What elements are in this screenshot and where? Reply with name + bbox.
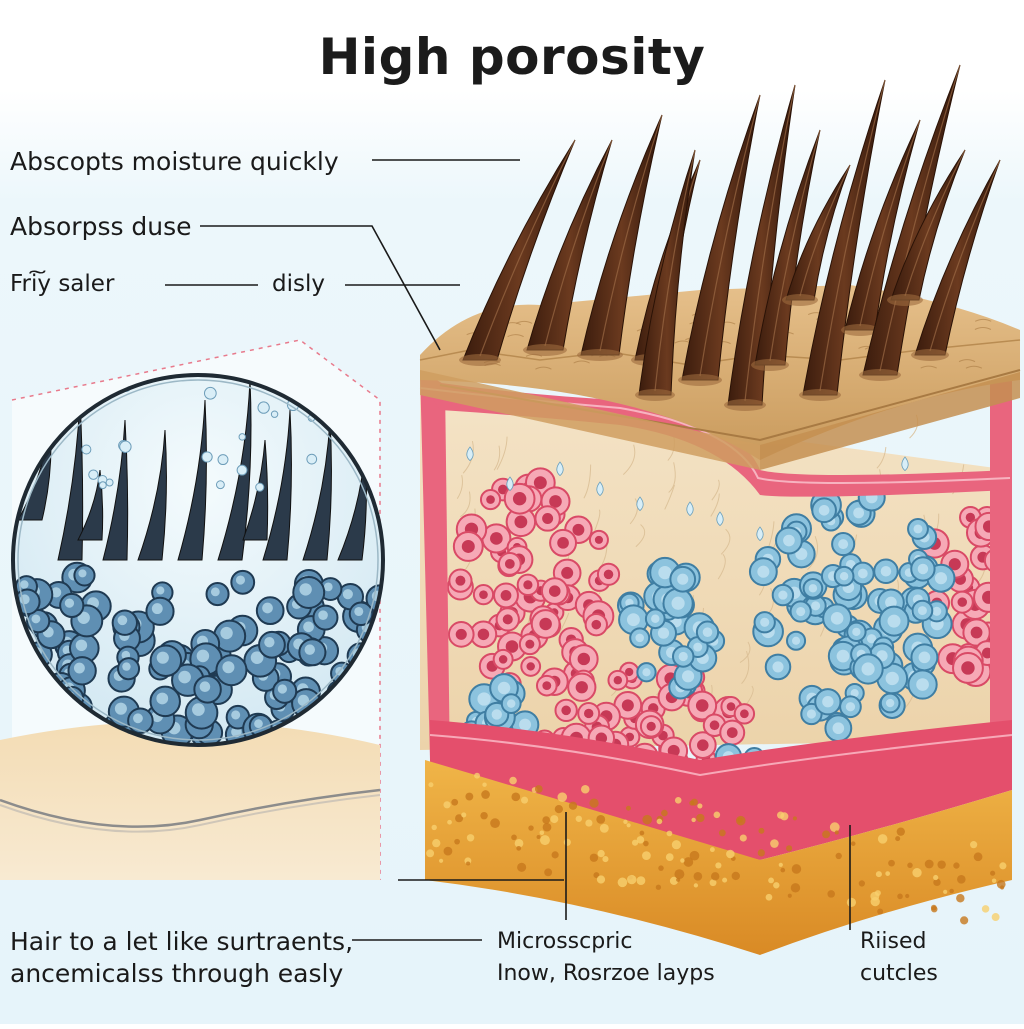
bubble (306, 453, 318, 465)
microscopic-line-2: Inow, Rosrzoe layps (497, 961, 715, 986)
label-dusty: disly (272, 271, 325, 297)
water-drop (466, 446, 474, 462)
bubble (270, 410, 279, 418)
bubble (215, 480, 225, 490)
label-microscopic: Microsscpric Inow, Rosrzoe layps (497, 926, 715, 990)
label-absorbs-dust: Absorpss duse (10, 212, 192, 241)
bubble (105, 478, 114, 487)
diagram-title: High porosity (318, 28, 706, 86)
hair-description-line-2: ancemicalss through easly (10, 959, 344, 988)
label-raised-cuticles: Riised cutcles (860, 926, 938, 990)
water-drop (686, 501, 694, 517)
bubble (88, 469, 99, 480)
bubble (203, 386, 217, 400)
label-hair-description: Hair to a let like surtraents, ancemical… (10, 926, 353, 990)
hair-strands (459, 64, 1001, 411)
raised-cuticles-line-1: Riised (860, 929, 927, 954)
magnified-hair (137, 429, 167, 561)
water-drop (756, 526, 764, 542)
raised-cuticles-line-2: cutcles (860, 961, 938, 986)
water-drop (716, 511, 724, 527)
magnified-hair (77, 469, 104, 541)
water-drop (596, 481, 604, 497)
label-frizzy: Fri͠y saler (10, 271, 115, 297)
bubble (201, 451, 213, 463)
microscopic-line-1: Microsscpric (497, 929, 633, 954)
bubble (81, 444, 92, 455)
bubble (119, 440, 132, 453)
magnified-hair (102, 419, 129, 561)
magnified-hair (242, 439, 269, 541)
label-absorbs-moisture: Abscopts moisture quickly (10, 147, 339, 176)
bubble (255, 482, 265, 492)
bubble (238, 433, 246, 441)
bubble (98, 481, 107, 490)
water-drop (506, 476, 514, 492)
magnified-hair (177, 399, 207, 561)
bubble (236, 464, 248, 476)
bubble (217, 454, 229, 466)
water-drop (636, 496, 644, 512)
hair-description-line-1: Hair to a let like surtraents, (10, 927, 354, 956)
water-drop (556, 461, 564, 477)
water-drop (901, 456, 909, 472)
bubble (257, 401, 270, 414)
